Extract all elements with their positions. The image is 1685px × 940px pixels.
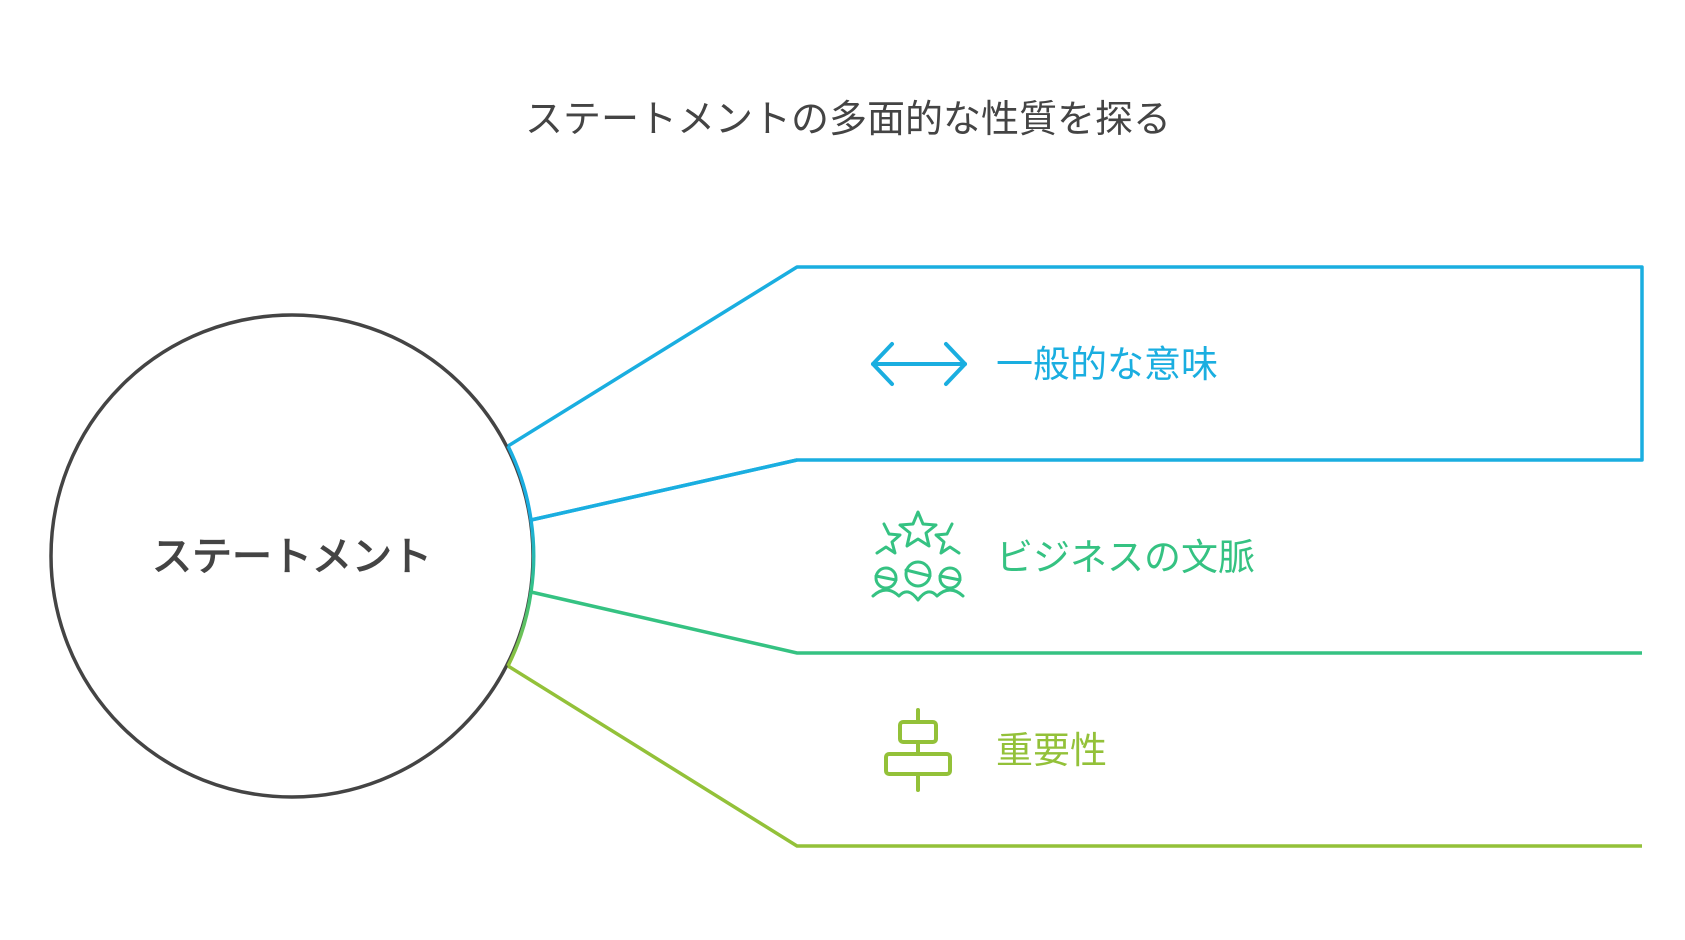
diagram-title: ステートメントの多面的な性質を探る [525,97,1171,141]
branch-label: ビジネスの文脈 [996,536,1255,579]
double-arrow-icon [871,342,967,386]
arc-segment [529,519,536,593]
branch-label: 重要性 [996,729,1107,772]
arc-segment [506,591,533,667]
branch-importance: 重要性 [507,653,1644,848]
arc-segment [506,445,533,521]
branch-general-meaning: 一般的な意味 [507,265,1644,522]
stars-people-icon [871,510,965,602]
branch-business-context: ビジネスの文脈 [530,458,1644,655]
branch-label: 一般的な意味 [996,343,1218,386]
center-label: ステートメント [152,534,432,580]
align-center-icon [884,708,952,792]
